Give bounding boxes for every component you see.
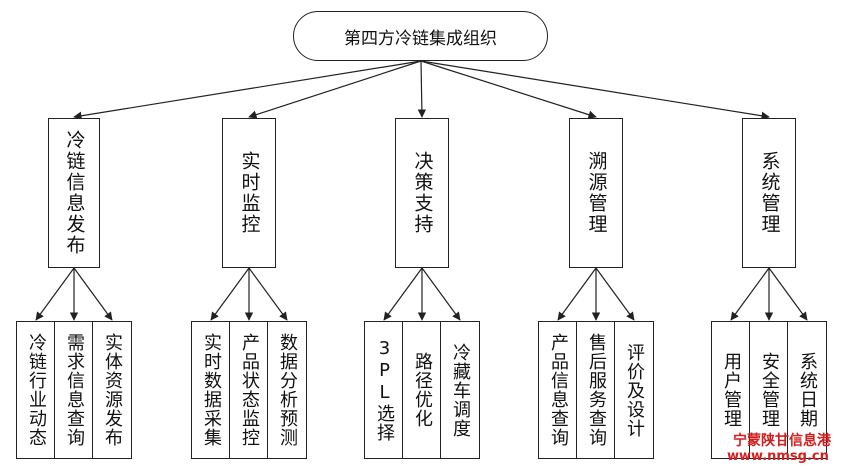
category-to-subitem-arrow	[557, 267, 597, 321]
subitem-node: 冷链行业动态	[16, 321, 56, 459]
subitem-node: 系统日期	[787, 321, 827, 459]
subitem-node: 冷藏车调度	[440, 321, 480, 459]
category-node: 系统管理	[742, 118, 796, 268]
category-to-subitem-arrow	[210, 267, 250, 321]
subitem-label: 安全管理	[759, 352, 780, 428]
category-label: 系统管理	[758, 151, 781, 235]
category-node: 溯源管理	[569, 118, 623, 268]
root-label: 第四方冷链集成组织	[344, 28, 497, 49]
subitem-node: 产品信息查询	[538, 321, 578, 459]
subitem-node: 3PL选择	[364, 321, 404, 459]
category-to-subitem-arrow	[595, 267, 635, 321]
category-label: 决策支持	[411, 151, 434, 235]
root-to-category-arrow	[248, 60, 422, 119]
subitem-label: 产品信息查询	[548, 333, 569, 447]
subitem-label: 冷藏车调度	[450, 342, 471, 438]
category-label: 冷链信息发布	[63, 130, 86, 256]
subitem-node: 产品状态监控	[229, 321, 269, 459]
category-label: 溯源管理	[585, 151, 608, 235]
subitem-label: 3PL选择	[374, 338, 395, 442]
root-to-category-arrow	[73, 60, 422, 120]
category-node: 决策支持	[395, 118, 449, 268]
category-to-subitem-arrow	[768, 267, 808, 321]
subitem-node: 安全管理	[749, 321, 789, 459]
category-to-subitem-arrow	[248, 267, 288, 321]
root-to-category-arrow	[420, 60, 597, 119]
subitem-node: 用户管理	[711, 321, 751, 459]
subitem-label: 实体资源发布	[102, 333, 123, 447]
subitem-node: 需求信息查询	[54, 321, 94, 459]
subitem-node: 实时数据采集	[191, 321, 231, 459]
subitem-label: 路径优化	[412, 352, 433, 428]
category-to-subitem-arrow	[73, 267, 113, 321]
subitem-label: 用户管理	[721, 352, 742, 428]
category-to-subitem-arrow	[421, 267, 461, 321]
subitem-node: 路径优化	[402, 321, 442, 459]
subitem-label: 冷链行业动态	[26, 333, 47, 447]
category-node: 实时监控	[222, 118, 276, 268]
subitem-label: 需求信息查询	[64, 333, 85, 447]
subitem-node: 数据分析预测	[267, 321, 307, 459]
category-to-subitem-arrow	[383, 267, 423, 321]
watermark-url: www.nmsg.cn	[727, 449, 829, 464]
subitem-label: 售后服务查询	[586, 333, 607, 447]
subitem-node: 售后服务查询	[576, 321, 616, 459]
category-label: 实时监控	[238, 151, 261, 235]
subitem-label: 系统日期	[797, 352, 818, 428]
category-to-subitem-arrow	[35, 267, 75, 321]
subitem-label: 评价及设计	[624, 342, 645, 438]
root-to-category-arrow	[420, 60, 770, 120]
subitem-label: 实时数据采集	[201, 333, 222, 447]
root-node: 第四方冷链集成组织	[293, 11, 548, 61]
category-node: 冷链信息发布	[48, 118, 100, 268]
subitem-node: 评价及设计	[614, 321, 654, 459]
category-to-subitem-arrow	[730, 267, 770, 321]
watermark-text: 宁蒙陕甘信息港	[733, 433, 831, 449]
root-to-category-arrow	[417, 60, 427, 118]
subitem-node: 实体资源发布	[92, 321, 132, 459]
subitem-label: 数据分析预测	[277, 333, 298, 447]
subitem-label: 产品状态监控	[239, 333, 260, 447]
